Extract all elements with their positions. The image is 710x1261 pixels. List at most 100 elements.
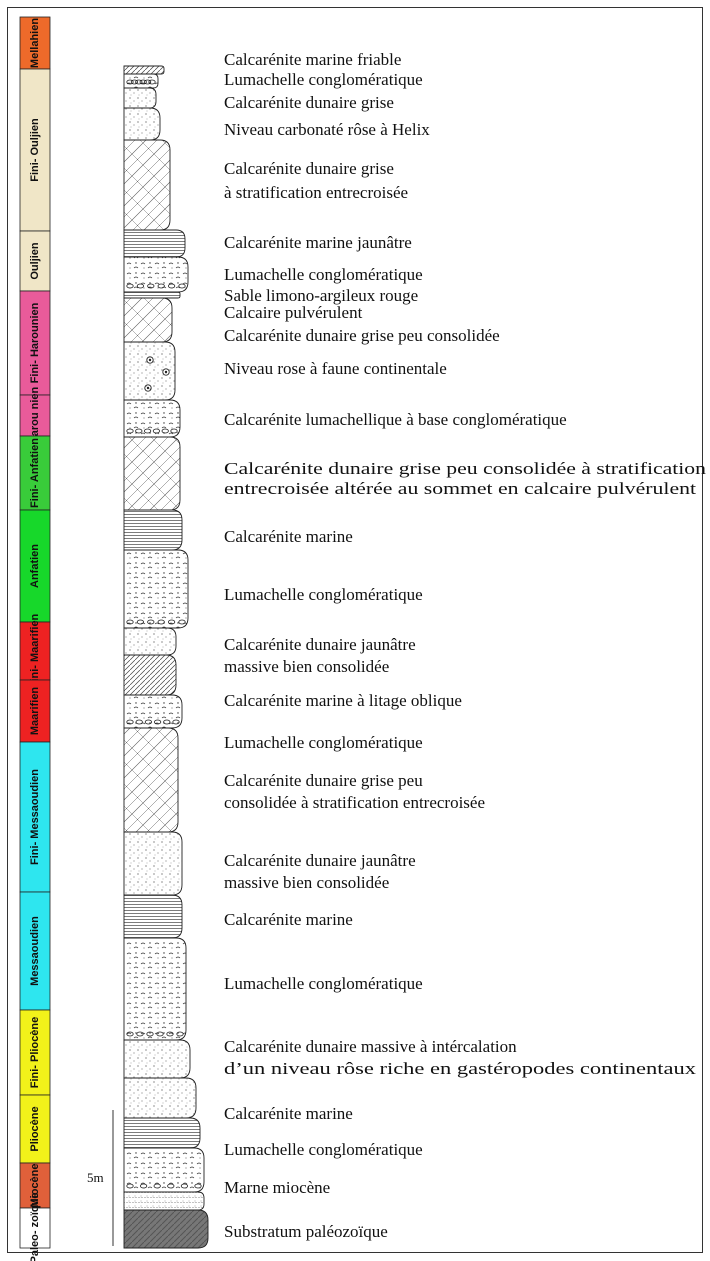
helix-fossil-core — [149, 359, 151, 361]
stage-fini-maarifien: Fini- Maarifien — [20, 613, 50, 688]
helix-fossil-core — [147, 387, 149, 389]
layer-description: Calcarénite marine — [224, 1104, 353, 1123]
layer-14 — [124, 550, 188, 628]
stage-plioc-ne: Pliocène — [20, 1095, 50, 1163]
layer-7 — [124, 257, 188, 292]
layer-shape — [124, 1040, 190, 1078]
layer-shape — [124, 1078, 196, 1118]
layer-description: Calcarénite lumachellique à base conglom… — [224, 410, 567, 429]
stage-label: Anfatien — [29, 544, 41, 588]
layer-shape — [124, 832, 182, 895]
layer-description: Calcarénite dunaire grise — [224, 93, 394, 112]
layer-2 — [124, 74, 158, 88]
layer-description: Calcarénite dunaire grise — [224, 159, 394, 178]
layer-description: Calcarénite dunaire grise peu consolidée — [224, 326, 500, 345]
layer-20 — [124, 895, 182, 938]
stage-label: Mellahien — [29, 18, 41, 68]
stage-label: Fini- Anfatien — [29, 438, 41, 508]
layer-descriptions: Calcarénite marine friableLumachelle con… — [224, 50, 707, 1241]
stage-label: Fini- Harounien — [29, 302, 41, 383]
layer-17 — [124, 695, 182, 728]
layer-shape — [124, 292, 180, 298]
layer-shape — [124, 550, 188, 628]
layer-shape — [124, 1192, 204, 1210]
layer-4 — [124, 108, 160, 140]
layer-description: à stratification entrecroisée — [224, 183, 408, 202]
layer-description: Niveau carbonaté rôse à Helix — [224, 120, 430, 139]
stage-maarifien: Maarifien — [20, 680, 50, 742]
layer-shape — [124, 728, 178, 832]
layer-shape — [124, 1118, 200, 1148]
stage-label: Messaoudien — [29, 916, 41, 986]
scale-bar: 5m — [87, 1110, 113, 1246]
layer-description: Marne miocène — [224, 1178, 330, 1197]
layer-11 — [124, 400, 180, 437]
layer-18 — [124, 728, 178, 832]
layer-description: Lumachelle conglomératique — [224, 974, 423, 993]
layer-shape — [124, 230, 185, 257]
layer-description: Calcarénite marine — [224, 910, 353, 929]
layer-shape — [124, 140, 170, 230]
layer-shape — [124, 628, 176, 655]
layer-12 — [124, 437, 180, 510]
stage-label: Paleo- zoïque — [29, 1193, 41, 1261]
layer-description: Calcarénite dunaire jaunâtre — [224, 635, 416, 654]
layer-9 — [124, 298, 172, 342]
layer-description: Calcarénite marine jaunâtre — [224, 233, 412, 252]
layer-26 — [124, 1192, 204, 1210]
layer-24 — [124, 1118, 200, 1148]
layer-description: Lumachelle conglomératique — [224, 733, 423, 752]
lithologic-column — [124, 66, 208, 1248]
layer-shape — [124, 938, 186, 1040]
layer-shape — [124, 655, 176, 695]
layer-description: Calcarénite marine à litage oblique — [224, 691, 462, 710]
stage-label: Maarifien — [29, 687, 41, 736]
layer-description: Substratum paléozoïque — [224, 1222, 388, 1241]
stage-messaoudien: Messaoudien — [20, 892, 50, 1010]
layer-shape — [124, 66, 164, 74]
stage-label: Fini- Messaoudien — [29, 769, 41, 865]
layer-description: Niveau rose à faune continentale — [224, 359, 447, 378]
layer-6 — [124, 230, 185, 257]
layer-1 — [124, 66, 164, 74]
layer-description: Calcarénite dunaire massive à intércalat… — [224, 1037, 517, 1056]
stage-anfatien: Anfatien — [20, 510, 50, 622]
stage-fini-messaoudien: Fini- Messaoudien — [20, 742, 50, 892]
stage-label: Harou nien — [29, 386, 41, 444]
layer-shape — [124, 257, 188, 292]
layer-shape — [124, 74, 158, 88]
layer-shape — [124, 298, 172, 342]
layer-description: Calcarénite marine friable — [224, 50, 401, 69]
stage-fini-plioc-ne: Fini- Pliocène — [20, 1010, 50, 1095]
layer-description: consolidée à stratification entrecroisée — [224, 793, 485, 812]
layer-shape — [124, 510, 182, 550]
stage-label: Fini- Maarifien — [29, 613, 41, 688]
layer-description: d’un niveau rôse riche en gastéropodes c… — [224, 1059, 697, 1078]
layer-description: Calcarénite dunaire jaunâtre — [224, 851, 416, 870]
layer-description: Calcarénite marine — [224, 527, 353, 546]
layer-shape — [124, 400, 180, 437]
stage-fini-anfatien: Fini- Anfatien — [20, 436, 50, 510]
stage-harou-nien: Harou nien — [20, 386, 50, 444]
layer-19 — [124, 832, 182, 895]
layer-8 — [124, 292, 180, 298]
layer-5 — [124, 140, 170, 230]
layer-21 — [124, 938, 186, 1040]
layer-shape — [124, 1210, 208, 1248]
layer-27 — [124, 1210, 208, 1248]
layer-description: Lumachelle conglomératique — [224, 585, 423, 604]
layer-shape — [124, 1148, 204, 1192]
stage-label: Pliocène — [29, 1106, 41, 1151]
scale-label: 5m — [87, 1170, 104, 1185]
helix-fossil-core — [165, 371, 167, 373]
stage-label: Fini- Pliocène — [29, 1017, 41, 1089]
layer-22 — [124, 1040, 190, 1078]
stage-label: Ouljien — [29, 242, 41, 280]
layer-description: Lumachelle conglomératique — [224, 1140, 423, 1159]
layer-description: Calcaire pulvérulent — [224, 303, 363, 322]
stage-fini-harounien: Fini- Harounien — [20, 291, 50, 395]
stage-fini-ouljien: Fini- Ouljien — [20, 69, 50, 231]
stage-ouljien: Ouljien — [20, 231, 50, 291]
layer-description: entrecroisée altérée au sommet en calcai… — [224, 479, 696, 498]
